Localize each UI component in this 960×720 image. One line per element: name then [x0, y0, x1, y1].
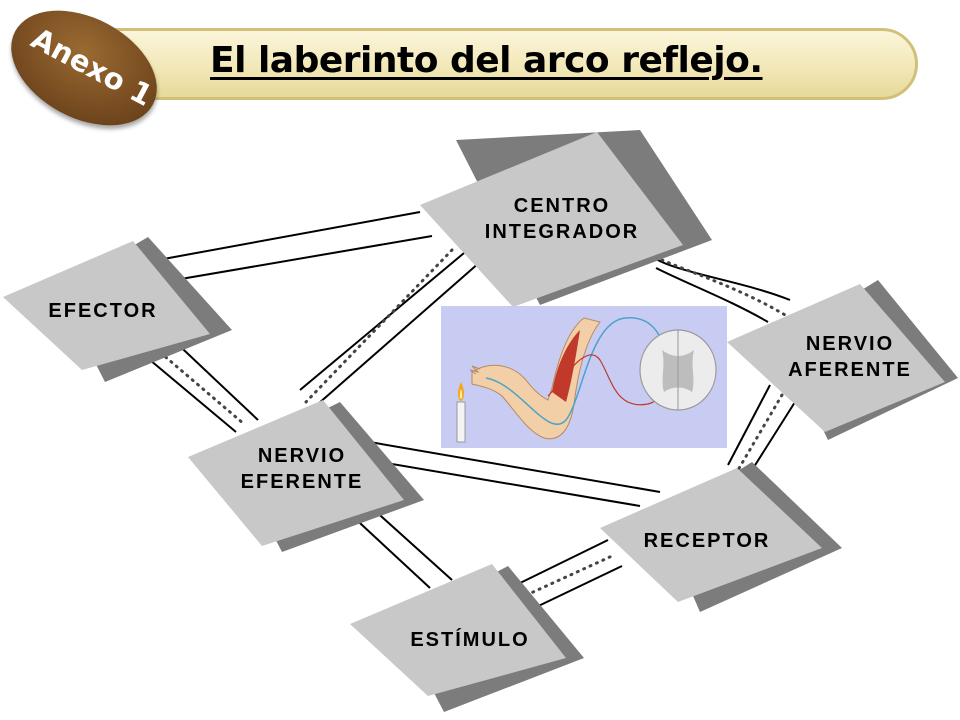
path-eferente-receptor	[357, 439, 661, 507]
path-eferente-estimulo	[347, 507, 453, 589]
page-title: El laberinto del arco reflejo.	[210, 40, 763, 81]
node-estimulo: ESTÍMULO	[350, 564, 584, 712]
arm-icon	[469, 317, 601, 440]
node-nervio-eferente: NERVIO EFERENTE	[188, 400, 424, 552]
node-label-line-2: AFERENTE	[788, 359, 912, 381]
node-label-line-2: INTEGRADOR	[485, 221, 639, 243]
node-receptor: RECEPTOR	[600, 462, 842, 612]
node-efector: EFECTOR	[3, 237, 232, 382]
path-efector-centro	[157, 211, 433, 281]
tile	[727, 284, 945, 432]
node-centro-integrador: CENTRO INTEGRADOR	[420, 130, 712, 307]
connector-paths	[149, 211, 796, 611]
node-label: RECEPTOR	[644, 530, 771, 552]
node-label-line-1: NERVIO	[258, 445, 346, 467]
tile	[3, 241, 210, 370]
tile	[350, 564, 566, 696]
node-label-line-1: NERVIO	[806, 333, 894, 355]
tile	[188, 400, 404, 546]
node-label-line-2: EFERENTE	[241, 471, 364, 493]
title-banner	[82, 28, 918, 100]
node-nervio-aferente: NERVIO AFERENTE	[727, 280, 958, 440]
path-estimulo-receptor	[515, 539, 623, 611]
candle-icon	[456, 382, 466, 443]
path-centro-aferente	[649, 254, 792, 323]
path-centro-eferente	[299, 247, 481, 405]
node-label-line-1: CENTRO	[514, 195, 610, 217]
node-label: EFECTOR	[48, 300, 157, 322]
tile	[600, 468, 822, 602]
spinal-cord-icon	[639, 329, 717, 411]
path-aferente-receptor	[727, 384, 796, 472]
reflex-arc-illustration	[441, 306, 727, 448]
tile	[420, 132, 683, 307]
afferent-nerve-path	[485, 317, 665, 425]
node-label: ESTÍMULO	[410, 628, 529, 651]
